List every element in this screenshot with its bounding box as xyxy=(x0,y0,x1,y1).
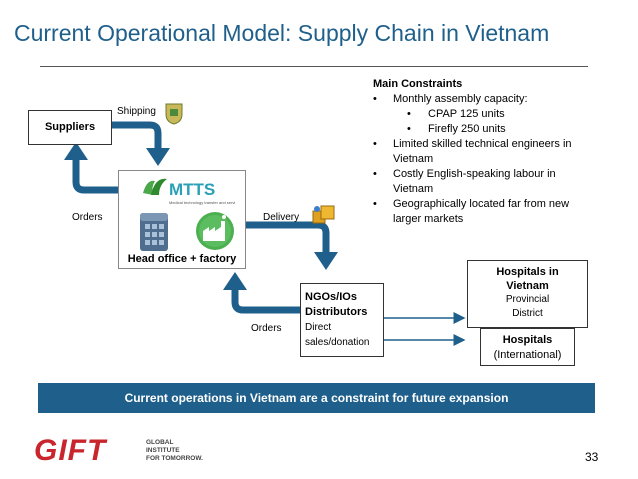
ngos-title-line1: NGOs/IOs xyxy=(305,291,357,303)
orders-bottom-arrowhead xyxy=(223,272,247,290)
orders-left-label: Orders xyxy=(72,212,103,223)
orders-left-arrowhead xyxy=(64,142,88,160)
head-office-node: MTTS Medical technology transfer and ser… xyxy=(118,170,246,269)
orders-bottom-label: Orders xyxy=(251,323,282,334)
shipping-crest-icon xyxy=(165,103,183,125)
hospitals-international-node: Hospitals (International) xyxy=(480,328,575,366)
mtts-logo-icon: MTTS Medical technology transfer and ser… xyxy=(143,178,235,205)
ngos-distributors-node: NGOs/IOs Distributors Direct sales/donat… xyxy=(300,283,384,357)
constraint-capacity: Monthly assembly capacity: xyxy=(373,92,635,107)
ngos-sub-line1: Direct xyxy=(305,322,332,333)
gift-logo-mark: GIFT xyxy=(34,434,107,467)
shipping-label: Shipping xyxy=(117,106,156,117)
delivery-label: Delivery xyxy=(263,212,300,223)
constraint-engineers: Limited skilled technical engineers in V… xyxy=(373,137,635,167)
svg-text:MTTS: MTTS xyxy=(169,180,215,199)
office-building-icon xyxy=(140,213,168,251)
orders-left-arrow xyxy=(72,160,118,194)
constraint-engineers-l1: Limited skilled technical engineers in xyxy=(393,138,572,150)
constraints-heading: Main Constraints xyxy=(373,78,463,90)
gift-logo: GIFT xyxy=(34,434,106,468)
constraint-location-l2: larger markets xyxy=(393,213,464,225)
head-office-label: Head office + factory xyxy=(127,253,237,265)
constraint-location-l1: Geographically located far from new xyxy=(393,198,570,210)
constraint-capacity-cpap: CPAP 125 units xyxy=(373,107,635,122)
ngos-title-line2: Distributors xyxy=(305,306,368,318)
orders-bottom-arrow xyxy=(231,290,300,314)
suppliers-node: Suppliers xyxy=(28,110,112,145)
hosp-vn-line2: Vietnam xyxy=(506,280,549,292)
suppliers-label: Suppliers xyxy=(44,121,96,133)
svg-text:Medical technology transfer an: Medical technology transfer and services xyxy=(169,200,235,205)
constraint-labour-l1: Costly English-speaking labour in xyxy=(393,168,556,180)
hosp-int-line2: (International) xyxy=(493,349,562,361)
gift-tagline-3: FOR TOMORROW. xyxy=(146,455,203,462)
shipping-arrow xyxy=(112,121,162,148)
gift-tagline-2: INSTITUTE xyxy=(146,447,180,454)
constraint-engineers-l2: Vietnam xyxy=(393,153,434,165)
conclusion-banner: Current operations in Vietnam are a cons… xyxy=(38,383,595,413)
constraint-labour-l2: Vietnam xyxy=(393,183,434,195)
ngos-sub-line2: sales/donation xyxy=(305,337,370,348)
delivery-boxes-icon xyxy=(312,205,335,224)
factory-icon xyxy=(196,212,234,250)
hosp-vn-line1: Hospitals in xyxy=(496,266,559,278)
constraint-capacity-firefly: Firefly 250 units xyxy=(373,122,635,137)
constraint-location: Geographically located far from new larg… xyxy=(373,197,635,227)
hosp-int-line1: Hospitals xyxy=(502,334,553,346)
constraint-labour: Costly English-speaking labour in Vietna… xyxy=(373,167,635,197)
shipping-arrowhead xyxy=(146,148,170,166)
hosp-vn-sub1: Provincial xyxy=(505,294,550,305)
gift-tagline-1: GLOBAL xyxy=(146,439,174,446)
main-constraints: Main Constraints Monthly assembly capaci… xyxy=(373,77,635,227)
page-title: Current Operational Model: Supply Chain … xyxy=(14,20,550,46)
gift-tagline: GLOBAL INSTITUTE FOR TOMORROW. xyxy=(146,439,203,463)
delivery-arrowhead xyxy=(314,252,338,270)
page-number: 33 xyxy=(585,450,599,464)
title-divider xyxy=(40,66,588,67)
hospitals-vietnam-node: Hospitals in Vietnam Provincial District xyxy=(467,260,588,328)
hosp-vn-sub2: District xyxy=(512,308,543,319)
delivery-arrow xyxy=(240,221,330,252)
